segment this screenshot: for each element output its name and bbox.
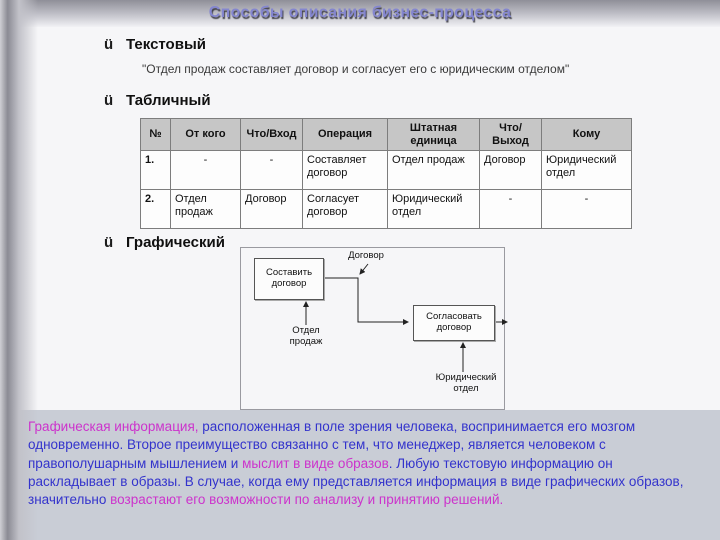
table-header-cell: Штатная единица [387, 117, 480, 152]
table-header-cell: Операция [302, 117, 388, 152]
table-cell: Юридический отдел [541, 150, 632, 191]
section-textual-label: Текстовый [126, 36, 206, 53]
diagram-label-sales-dept: Отдел продаж [289, 325, 323, 347]
text-segment: расположенная в поле зрения человека, во… [28, 419, 636, 471]
table-cell: - [479, 189, 542, 230]
footer-paragraph: Графическая информация, расположенная в … [28, 418, 696, 510]
section-graphical-label: Графический [126, 234, 225, 251]
section-tabular: ü Табличный [104, 92, 211, 110]
text-segment: мыслит в виде образов [242, 455, 389, 471]
table-header-cell: Что/ Выход [479, 117, 542, 152]
section-graphical: ü Графический [104, 234, 225, 252]
diagram-connector-arrows [303, 263, 508, 372]
check-bullet-icon: ü [104, 234, 114, 251]
table-cell: Юридический отдел [387, 189, 480, 230]
table-cell: Договор [479, 150, 542, 191]
table-cell: Согласует договор [302, 189, 388, 230]
check-bullet-icon: ü [104, 92, 114, 109]
diagram-box-compose-contract: Составить договор [254, 258, 324, 300]
table-cell: - [541, 189, 632, 230]
table-header-cell: Кому [541, 117, 632, 152]
table-cell: - [170, 150, 241, 191]
process-table-wrap: № От кого Что/Вход Операция Штатная един… [140, 117, 632, 230]
left-gradient-band [0, 0, 38, 540]
table-header-cell: От кого [170, 117, 241, 152]
process-table: № От кого Что/Вход Операция Штатная един… [140, 117, 632, 230]
check-bullet-icon: ü [104, 36, 114, 53]
text-segment: Графическая информация, [28, 419, 199, 434]
table-header-cell: Что/Вход [240, 117, 303, 152]
diagram-label-legal-dept: Юридический отдел [435, 372, 497, 394]
table-header-cell: № [140, 117, 171, 152]
textual-example-quote: "Отдел продаж составляет договор и согла… [142, 62, 570, 76]
diagram-label-document: Договор [348, 250, 384, 261]
table-row: 2. Отдел продаж Договор Согласует догово… [140, 189, 632, 230]
section-tabular-label: Табличный [126, 92, 211, 109]
text-segment: возрастают его возможности по анализу и … [110, 492, 504, 508]
footer-background [0, 410, 720, 540]
diagram-box-agree-contract: Согласовать договор [413, 305, 495, 341]
table-row: 1. - - Составляет договор Отдел продаж Д… [140, 150, 632, 191]
process-diagram: Составить договор Согласовать договор До… [240, 247, 508, 410]
section-textual: ü Текстовый [104, 36, 206, 54]
table-cell: - [240, 150, 303, 191]
table-cell: 2. [140, 189, 171, 230]
table-cell: Составляет договор [302, 150, 388, 191]
table-cell: Договор [240, 189, 303, 230]
table-cell: Отдел продаж [170, 189, 241, 230]
table-cell: Отдел продаж [387, 150, 480, 191]
table-cell: 1. [140, 150, 171, 191]
slide-title: Способы описания бизнес-процесса [208, 4, 512, 21]
table-header-row: № От кого Что/Вход Операция Штатная един… [140, 117, 632, 152]
title-bar [0, 0, 720, 27]
text-segment: . Любую текстовую информацию он расклады… [28, 455, 684, 508]
